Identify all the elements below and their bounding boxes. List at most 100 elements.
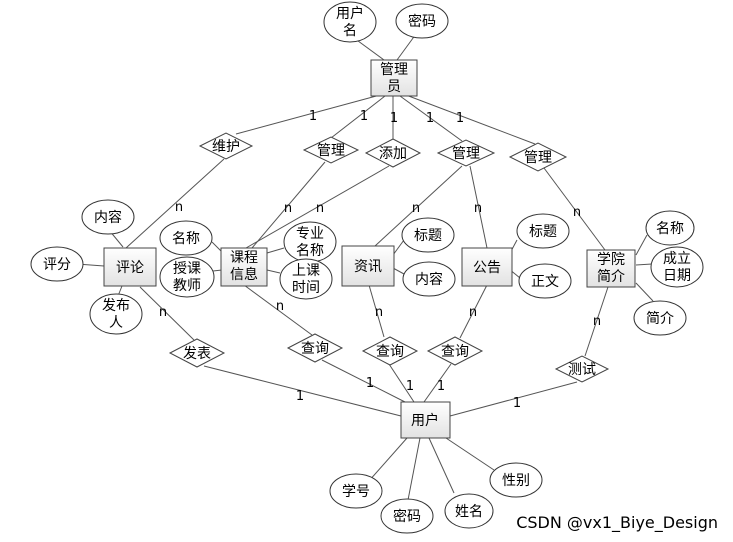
- attr-news-content-label: 内容: [415, 271, 443, 288]
- rel-test-label: 测试: [568, 362, 596, 378]
- attr-user-name-label: 姓名: [455, 504, 483, 520]
- attr-admin-password-label: 密码: [408, 13, 436, 30]
- card-query-course-user: 1: [366, 376, 374, 391]
- entity-user-label: 用户: [411, 412, 439, 429]
- card-admin-manage-news: 1: [426, 111, 434, 126]
- rel-maintain: 维护: [198, 132, 254, 160]
- card-notice-query: n: [469, 305, 477, 320]
- attr-news-title-label: 标题: [414, 228, 442, 244]
- attr-course-time-line2: 时间: [292, 280, 320, 296]
- card-maintain-comment: n: [175, 200, 183, 215]
- attr-course-major-line1: 专业: [296, 226, 324, 242]
- entity-comment-label: 评论: [116, 260, 144, 276]
- rel-manage-course: 管理: [302, 136, 360, 164]
- attr-course-name-label: 名称: [172, 231, 200, 247]
- attr-comment-score-label: 评分: [43, 257, 71, 273]
- entity-college: 学院 简介: [586, 249, 636, 288]
- rel-publish-label: 发表: [183, 346, 211, 362]
- entity-college-line2: 简介: [597, 268, 625, 285]
- entity-news: 资讯: [341, 245, 395, 287]
- rel-add-label: 添加: [379, 146, 407, 162]
- attr-college-date: 成立 日期: [650, 246, 704, 288]
- entity-college-line1: 学院: [597, 252, 625, 268]
- card-course-query: n: [276, 299, 284, 314]
- attr-course-name: 名称: [159, 220, 213, 256]
- card-manage-course: n: [284, 201, 292, 216]
- attr-course-teacher-line1: 授课: [173, 261, 201, 277]
- entity-course: 课程 信息: [220, 247, 268, 287]
- entity-admin-line2: 员: [387, 79, 401, 95]
- rel-add: 添加: [364, 138, 422, 168]
- card-college-test: n: [593, 314, 601, 329]
- rel-maintain-label: 维护: [212, 139, 240, 155]
- rel-query-news-label: 查询: [376, 344, 404, 360]
- attr-news-content: 内容: [402, 261, 456, 297]
- card-publish-user: 1: [296, 389, 304, 404]
- attr-admin-username: 用户 名: [323, 1, 377, 43]
- card-manage-news: n: [412, 201, 420, 216]
- card-news-query: n: [375, 305, 383, 320]
- attr-user-id-label: 学号: [342, 484, 370, 500]
- attr-course-teacher: 授课 教师: [159, 256, 215, 298]
- card-admin-manage-college: 1: [456, 111, 464, 126]
- attr-notice-body-label: 正文: [531, 274, 559, 290]
- card-comment-publish: n: [159, 305, 167, 320]
- attr-comment-author: 发布 人: [89, 293, 143, 335]
- attr-admin-password: 密码: [395, 3, 449, 39]
- attr-comment-author-line1: 发布: [102, 298, 130, 314]
- entity-admin: 管理 员: [370, 59, 418, 97]
- attr-user-password-label: 密码: [393, 508, 421, 525]
- attr-user-password: 密码: [380, 498, 434, 534]
- attr-user-name: 姓名: [444, 493, 494, 529]
- entity-comment: 评论: [103, 247, 157, 287]
- card-test-user: 1: [513, 396, 521, 411]
- entity-notice: 公告: [461, 247, 513, 287]
- attr-college-intro: 简介: [633, 300, 687, 336]
- entity-course-line2: 信息: [230, 266, 258, 283]
- rel-test: 测试: [554, 355, 610, 383]
- entity-admin-line1: 管理: [380, 62, 408, 78]
- rel-manage-college: 管理: [508, 142, 568, 172]
- attr-college-intro-label: 简介: [646, 310, 674, 327]
- rel-query-news: 查询: [361, 336, 419, 366]
- attr-comment-score: 评分: [30, 246, 84, 282]
- card-admin-manage-course: 1: [360, 109, 368, 124]
- rel-publish: 发表: [168, 338, 226, 368]
- attr-course-major: 专业 名称: [283, 221, 337, 263]
- card-manage-notice: n: [474, 201, 482, 216]
- card-manage-college: n: [573, 205, 581, 220]
- attr-admin-username-line2: 名: [343, 23, 357, 39]
- rel-manage-news: 管理: [436, 139, 496, 167]
- attr-comment-content: 内容: [81, 199, 135, 235]
- attr-course-time-line1: 上课: [292, 263, 320, 279]
- attr-notice-title-label: 标题: [529, 224, 557, 240]
- cardinality-labels: 1 1 1 1 1 n n n n n n n 1 n 1 n 1 n 1 n …: [159, 109, 601, 411]
- attr-comment-author-line2: 人: [109, 315, 123, 331]
- attr-comment-content-label: 内容: [94, 209, 122, 226]
- attr-course-time: 上课 时间: [279, 258, 333, 300]
- attr-news-title: 标题: [401, 217, 455, 253]
- attr-user-gender-label: 性别: [502, 473, 530, 489]
- attr-college-name: 名称: [645, 210, 695, 246]
- attr-college-date-line1: 成立: [663, 251, 691, 267]
- attr-course-major-line2: 名称: [296, 243, 324, 259]
- attr-admin-username-line1: 用户: [336, 5, 364, 22]
- attr-notice-body: 正文: [518, 263, 572, 299]
- watermark: CSDN @vx1_Biye_Design: [516, 513, 718, 533]
- attr-user-gender: 性别: [489, 462, 543, 498]
- rel-manage-course-label: 管理: [317, 143, 345, 159]
- rel-query-course: 查询: [286, 333, 344, 363]
- card-admin-maintain: 1: [309, 109, 317, 124]
- entity-course-line1: 课程: [230, 250, 258, 266]
- rel-query-notice: 查询: [426, 336, 484, 366]
- attr-college-name-label: 名称: [656, 221, 684, 237]
- attr-user-id: 学号: [329, 473, 383, 509]
- entity-notice-label: 公告: [473, 260, 501, 276]
- attr-course-teacher-line2: 教师: [173, 278, 201, 294]
- rel-query-course-label: 查询: [301, 341, 329, 357]
- rel-query-notice-label: 查询: [441, 344, 469, 360]
- rel-manage-college-label: 管理: [524, 150, 552, 166]
- card-query-notice-user: 1: [437, 379, 445, 394]
- attr-college-date-line2: 日期: [663, 268, 691, 284]
